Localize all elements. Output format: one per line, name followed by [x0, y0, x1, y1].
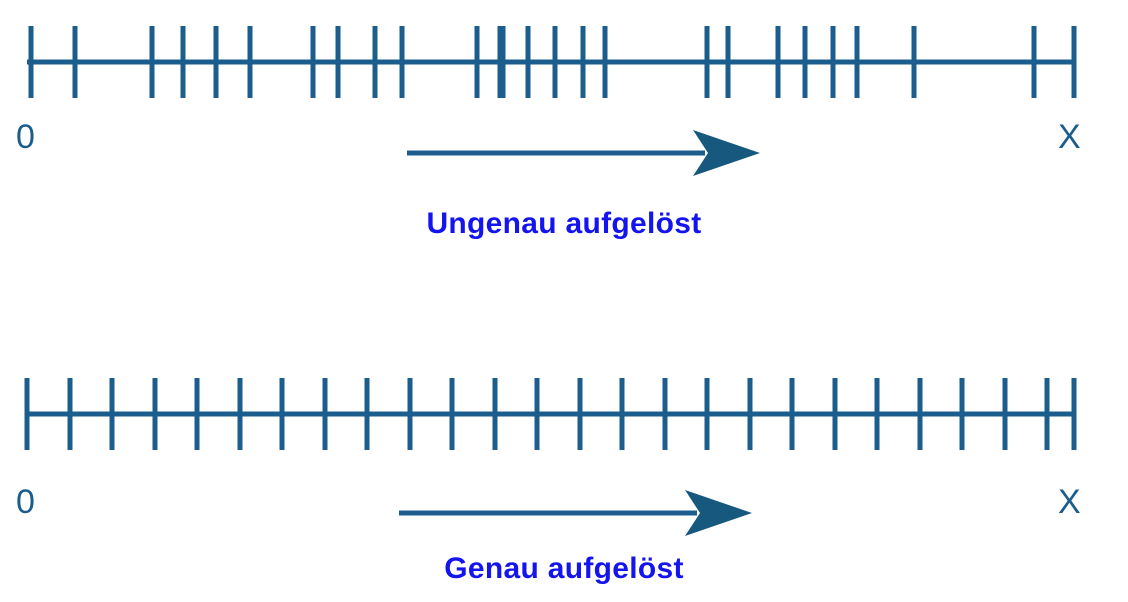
axis-end-label-coarse: X [1058, 118, 1081, 156]
caption-fine: Genau aufgelöst [444, 552, 684, 585]
caption-coarse: Ungenau aufgelöst [426, 207, 702, 240]
direction-arrow-coarse [405, 128, 765, 178]
axis-coarse [0, 20, 1128, 100]
axis-start-label-coarse: 0 [16, 118, 35, 156]
axis-fine [0, 372, 1128, 452]
direction-arrow-fine [397, 488, 757, 538]
axis-start-label-fine: 0 [16, 483, 35, 521]
axis-end-label-fine: X [1058, 483, 1081, 521]
panel-coarse-resolution: 0 X Ungenau aufgelöst [0, 0, 1128, 300]
panel-fine-resolution: 0 X Genau aufgelöst [0, 300, 1128, 602]
